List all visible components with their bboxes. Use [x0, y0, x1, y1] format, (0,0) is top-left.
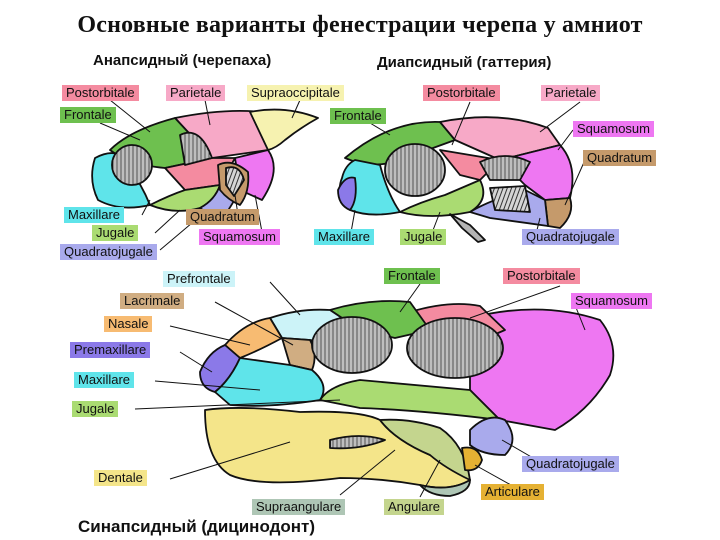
synapsid-maxillare	[214, 357, 325, 407]
diapsid-label-parietale: Parietale	[541, 85, 601, 101]
anapsid-label-quadratojugale: Quadratojugale	[60, 244, 157, 260]
anapsid-heading: Анапсидный (черепаха)	[93, 52, 272, 69]
synapsid-label-nasale: Nasale	[104, 316, 153, 332]
anapsid-skull	[91, 108, 319, 217]
anapsid-label-squamosum: Squamosum	[199, 229, 280, 245]
diapsid-label-squamosum: Squamosum	[573, 121, 654, 137]
diapsid-jugale	[399, 179, 485, 217]
synapsid-supraangulare	[419, 479, 471, 497]
synapsid-label-squamosum: Squamosum	[571, 293, 652, 309]
diapsid-palate	[449, 213, 486, 243]
diapsid-label-quadratum: Quadratum	[583, 150, 657, 166]
diapsid-label-frontale: Frontale	[330, 108, 386, 124]
diapsid-quadratum	[544, 197, 573, 229]
anapsid-label-quadratum: Quadratum	[186, 209, 260, 225]
synapsid-label-supraangulare: Supraangulare	[252, 499, 346, 515]
synapsid-label-articulare: Articulare	[481, 484, 544, 500]
anapsid-label-postorbitale: Postorbitale	[62, 85, 139, 101]
anapsid-temporal-hatch	[179, 131, 213, 166]
anapsid-label-maxillare: Maxillare	[64, 207, 125, 223]
synapsid-heading: Синапсидный (дицинодонт)	[78, 517, 316, 536]
page-title: Основные варианты фенестрации черепа у а…	[77, 12, 643, 38]
synapsid-label-postorbitale: Postorbitale	[503, 268, 580, 284]
diapsid-orbit	[384, 143, 446, 197]
anapsid-label-supraoccipitale: Supraoccipitale	[247, 85, 344, 101]
synapsid-label-prefrontale: Prefrontale	[163, 271, 235, 287]
diapsid-upper-temporal	[479, 155, 531, 181]
synapsid-label-jugale: Jugale	[72, 401, 119, 417]
synapsid-jaw-fenestra	[329, 435, 386, 450]
synapsid-squamosum	[469, 308, 615, 431]
synapsid-articulare	[461, 446, 483, 472]
synapsid-label-dentale: Dentale	[94, 470, 147, 486]
anapsid-orbit	[111, 144, 153, 186]
synapsid-label-maxillare: Maxillare	[74, 372, 135, 388]
anapsid-label-parietale: Parietale	[166, 85, 226, 101]
synapsid-skull	[199, 300, 615, 497]
leader-lines	[99, 99, 586, 498]
anapsid-quadrate-hatch	[225, 166, 245, 197]
anapsid-supraoccipitale	[249, 108, 319, 151]
diapsid-label-maxillare: Maxillare	[314, 229, 375, 245]
synapsid-label-quadratojugale: Quadratojugale	[522, 456, 619, 472]
diapsid-label-postorbitale: Postorbitale	[423, 85, 500, 101]
diapsid-premaxillare	[337, 176, 357, 211]
diapsid-label-jugale: Jugale	[400, 229, 447, 245]
synapsid-temporal-fenestra	[406, 317, 504, 379]
diapsid-lower-temporal	[489, 185, 531, 213]
synapsid-orbit	[311, 316, 393, 374]
synapsid-label-premaxillare: Premaxillare	[70, 342, 151, 358]
synapsid-quadratojugale	[469, 416, 514, 456]
anapsid-label-jugale: Jugale	[92, 225, 139, 241]
synapsid-label-angulare: Angulare	[384, 499, 445, 515]
anapsid-label-frontale: Frontale	[60, 107, 116, 123]
synapsid-label-frontale: Frontale	[384, 268, 440, 284]
diapsid-skull	[337, 116, 574, 243]
diapsid-label-quadratojugale: Quadratojugale	[522, 229, 619, 245]
diapsid-heading: Диапсидный (гаттерия)	[377, 54, 552, 71]
synapsid-label-lacrimale: Lacrimale	[120, 293, 185, 309]
